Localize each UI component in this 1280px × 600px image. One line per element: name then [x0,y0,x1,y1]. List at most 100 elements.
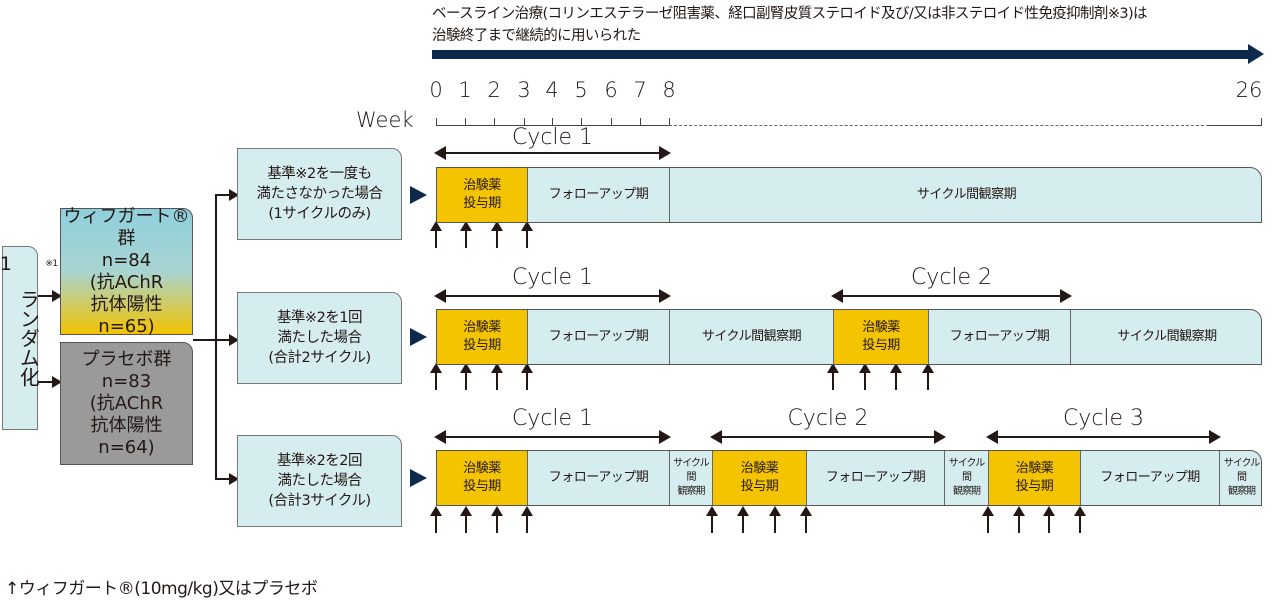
dose-arrow-icon [706,506,718,533]
inter-cycle-observation: サイクル間 観察期 [1223,458,1261,497]
inter-cycle-observation: サイクル間観察期 [1117,329,1217,344]
criteria-line: 基準※2を1回 [276,310,363,326]
week-tick [669,118,670,126]
axis-line-dashed [669,125,1209,126]
play-triangle-icon [410,328,427,346]
follow-up-period: フォローアップ期 [1081,451,1220,505]
week-tick-label: 6 [604,78,618,102]
criteria-line: 基準※2を2回 [276,453,363,469]
inter-cycle-observation: サイクル間 観察期 [945,451,989,505]
week-tick-label: 5 [574,78,588,102]
cycle-span-arrow [434,289,671,303]
arrow-to-row3 [215,473,239,485]
criteria-line: 基準※2を一度も [267,166,372,182]
criteria-box: 基準※2を一度も満たさなかった場合 (1サイクルのみ) [237,148,402,240]
follow-up-period: フォローアップ期 [528,310,670,364]
week-tick [552,118,553,126]
week-tick [611,118,612,126]
group-name: ウィフガート®群 [63,205,190,249]
arrow-to-row1 [215,189,239,201]
dosing-period: 治験薬 投与期 [989,451,1081,505]
footnote: ↑ウィフガート®(10mg/kg)又はプラセボ [5,579,318,599]
dosing-period: 治験薬 投与期 [437,451,528,505]
criteria-line: (合計2サイクル) [268,350,371,366]
arrow-to-placebo [38,376,62,388]
dose-arrow-icon [768,506,781,533]
cycle-label: Cycle 1 [511,406,594,431]
week-tick-label: 1 [458,78,472,102]
criteria-line: 満たした場合 [277,330,363,346]
dosing-period: 治験薬 投与期 [713,451,807,505]
dose-arrow-icon [827,363,839,390]
week-tick [494,118,495,126]
criteria-line: 満たさなかった場合 [256,186,384,202]
criteria-line: 満たした場合 [277,473,363,489]
cycle-span-arrow [986,430,1221,444]
dose-arrow-icon [490,506,503,533]
dose-arrow-icon [922,363,934,390]
group-sub: (抗AChR [89,271,164,293]
inter-cycle-observation: サイクル間観察期 [916,187,1017,202]
baseline-note-line2: 治験終了まで継続的に用いられた [432,28,641,44]
baseline-arrow-shaft [432,50,1250,59]
timeline-bar: 治験薬 投与期フォローアップ期サイクル間 観察期治験薬 投与期フォローアップ期サ… [436,450,1262,506]
timeline-bar: 治験薬 投与期フォローアップ期サイクル間観察期治験薬 投与期フォローアップ期サイ… [436,309,1262,365]
dose-arrow-icon [490,363,503,390]
cycle-span-arrow [434,430,671,444]
baseline-note-line1: ベースライン治療(コリンエステラーゼ阻害薬、経口副腎皮質ステロイド及び/又は非ス… [432,6,1148,22]
follow-up-period: フォローアップ期 [807,451,945,505]
axis-line-solid [436,125,669,126]
criteria-line: (1サイクルのみ) [268,206,371,222]
week-tick [581,118,582,126]
dose-arrow-icon [1012,506,1025,533]
dose-arrow-icon [460,506,473,533]
follow-up-period: フォローアップ期 [528,451,670,505]
group-sub: (抗AChR [89,392,164,414]
randomization-note: ※1 [45,259,58,269]
follow-up-period: フォローアップ期 [929,310,1071,364]
cycle-label: Cycle 2 [787,406,869,431]
group-n: n=83 [101,370,152,392]
dosing-period: 治験薬 投与期 [834,310,929,364]
week-tick-label: 2 [487,78,501,102]
week-tick [465,118,466,126]
baseline-arrow-head-icon [1248,44,1264,64]
group-n: n=84 [101,249,152,271]
dose-arrow-icon [1043,506,1056,533]
efgartigimod-group-box: ウィフガート®群 n=84 (抗AChR 抗体陽性 n=65) [60,205,193,337]
group-sub: n=65) [98,315,155,337]
week-tick [640,118,641,126]
week-tick-label: 8 [662,78,676,102]
cycle-label: Cycle 1 [511,265,594,290]
axis-line-end [1209,125,1262,126]
bracket-stem [193,339,217,341]
play-triangle-icon [410,186,427,204]
dose-arrow-icon [460,221,473,248]
bracket-vertical [215,194,217,480]
timeline-bar: 治験薬 投与期フォローアップ期サイクル間観察期 [436,167,1262,223]
dose-arrow-icon [521,506,533,533]
week-axis-label: Week [356,108,414,132]
dose-arrow-icon [521,221,533,248]
criteria-box: 基準※2を1回満たした場合 (合計2サイクル) [237,292,402,384]
follow-up-period: フォローアップ期 [528,168,670,222]
arrow-to-row2 [215,334,239,346]
play-triangle-icon [410,469,427,487]
cycle-span-arrow [434,146,671,160]
dose-arrow-icon [982,506,994,533]
week-tick-label: 4 [545,78,559,102]
randomization-label: ランダム化 [16,289,41,387]
cycle-label: Cycle 2 [910,265,993,290]
inter-cycle-observation: サイクル間 観察期 [670,451,713,505]
group-sub: 抗体陽性 [90,293,163,315]
randomization-box: ※1 ランダム化 1:1 [0,246,58,430]
week-tick-label: 26 [1235,78,1263,102]
week-tick [1261,118,1262,126]
group-sub: n=64) [98,436,155,458]
cycle-label: Cycle 3 [1062,406,1145,431]
dosing-period: 治験薬 投与期 [437,310,528,364]
arrow-to-efgartigimod [38,290,62,302]
dose-arrow-icon [430,363,442,390]
dose-arrow-icon [737,506,750,533]
week-tick-label: 7 [633,78,647,102]
